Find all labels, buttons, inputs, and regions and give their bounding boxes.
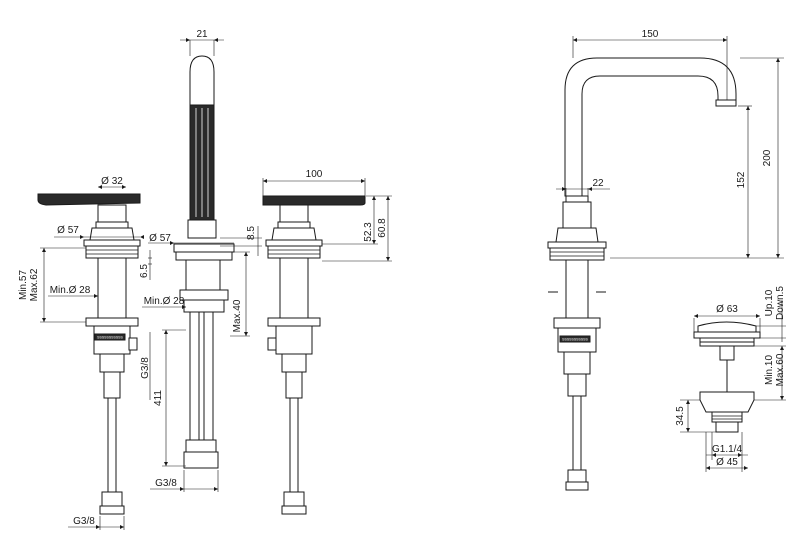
left-handle-lever (37, 193, 141, 206)
dim-escutcheon-left: Ø 57 (57, 225, 79, 236)
left-valve (37, 193, 141, 515)
right-escutcheon (265, 239, 323, 247)
dim-spray-height: 8.5 (246, 226, 257, 240)
dim-spout-dia: 22 (592, 178, 604, 189)
dim-handle-dia: Ø 32 (101, 176, 123, 187)
dim-hose-length: 411 (153, 390, 164, 406)
dim-handle-h1: 52.3 (363, 222, 374, 242)
dim-min-dia-spray: Min.Ø 28 (144, 296, 185, 307)
dim-spout-reach: 150 (642, 29, 659, 40)
drain-cap (697, 321, 757, 333)
dim-ring-height: 6.5 (139, 264, 150, 278)
right-handle-lever (262, 195, 366, 206)
left-hose (107, 397, 117, 493)
dim-thread-spray: G3/8 (155, 478, 177, 489)
dim-deck-min: Min.57 (18, 270, 29, 300)
dim-spout-height-outlet: 152 (736, 171, 747, 188)
left-brand-text: SSSSSSSSSSS (97, 336, 123, 340)
left-body (97, 257, 127, 319)
drain-body (699, 391, 755, 413)
dim-escutcheon-spray: Ø 57 (149, 233, 171, 244)
dim-drain-down: Down.5 (775, 286, 786, 320)
dim-drain-dia-bottom: Ø 45 (716, 457, 738, 468)
dim-drain-max: Max.60 (775, 353, 786, 386)
dim-thread-left: G3/8 (73, 516, 95, 527)
dim-drain-dia-top: Ø 63 (716, 304, 738, 315)
dim-spout-height-total: 200 (762, 149, 773, 166)
spray-assembly (173, 55, 235, 469)
spout-tube (564, 57, 737, 197)
spout-brand-text: SSSSSSSSSSS (562, 338, 588, 342)
dim-drain-min: Min.10 (764, 355, 775, 385)
dim-drain-body-height: 34.5 (675, 406, 686, 426)
spout-brand-plate (559, 335, 591, 343)
dim-thread-vertical: G3/8 (140, 357, 151, 379)
dim-drain-thread: G1.1/4 (712, 444, 742, 455)
spout-assembly: SSSSSSSSSSS (547, 57, 737, 491)
spray-head (189, 55, 215, 106)
dim-min-dia-left: Min.Ø 28 (50, 285, 91, 296)
dim-handle-length: 100 (306, 169, 323, 180)
right-hose (289, 397, 299, 493)
dim-handle-h2: 60.8 (377, 218, 388, 238)
right-valve (262, 195, 366, 515)
dim-drain-up: Up.10 (764, 289, 775, 316)
spray-escutcheon (173, 243, 235, 253)
spout-escutcheon (547, 241, 607, 249)
dim-deck-max: Max.62 (29, 268, 40, 301)
left-brand-plate (94, 333, 126, 341)
left-escutcheon (83, 239, 141, 247)
dim-spray-width: 21 (196, 29, 208, 40)
dim-spray-max: Max.40 (232, 299, 243, 332)
drain-assembly (693, 321, 761, 433)
spout-hose (572, 395, 582, 477)
